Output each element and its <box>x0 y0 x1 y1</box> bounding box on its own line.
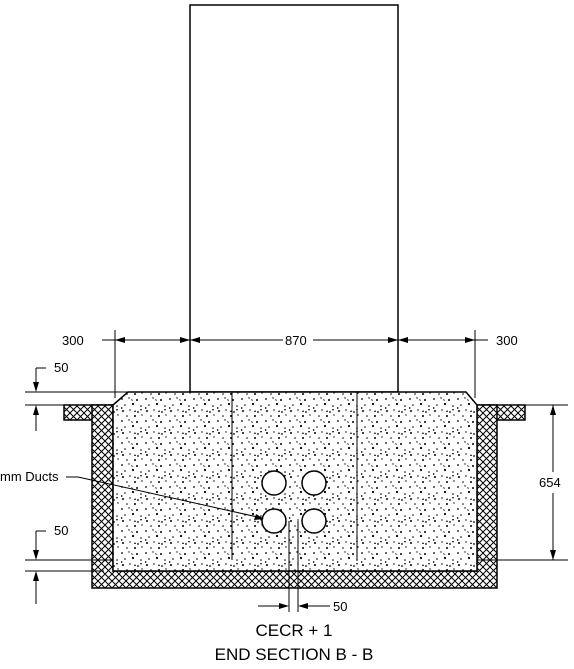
depth-dimension <box>485 404 568 561</box>
ducts-callout-label: mm Ducts <box>0 469 59 484</box>
duct-top-right <box>301 470 327 496</box>
drawing-title-line2: END SECTION B - B <box>215 645 374 664</box>
ducts-leader <box>66 476 264 520</box>
dim-right-width: 300 <box>496 333 518 348</box>
dim-duct-spacing: 50 <box>333 599 347 614</box>
duct-top-left <box>261 470 287 496</box>
duct-bottom-left <box>261 508 287 534</box>
drawing-title-line1: CECR + 1 <box>256 621 333 640</box>
top-offset-dimension <box>25 367 128 431</box>
dim-middle-width: 870 <box>285 333 307 348</box>
duct-spacing-dimension <box>258 521 330 612</box>
dim-left-width: 300 <box>62 333 84 348</box>
top-dimension-line <box>102 330 488 398</box>
dim-top-offset: 50 <box>54 360 68 375</box>
duct-bottom-right <box>301 508 327 534</box>
concrete-base <box>112 391 478 572</box>
bottom-offset-dimension <box>25 530 104 604</box>
dim-depth: 654 <box>539 475 561 490</box>
dim-bottom-offset: 50 <box>54 523 68 538</box>
